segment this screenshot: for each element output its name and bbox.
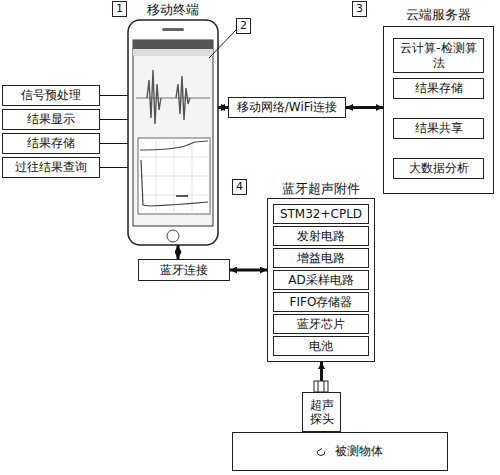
waveform-baseline [136,98,210,99]
callout-number: 1 [112,1,127,17]
connector-line [100,119,128,120]
process-box: 增益电路 [273,248,369,268]
probe-connector [324,381,325,392]
double-arrow [177,245,180,259]
double-arrow [320,362,323,392]
plot-curve [140,141,208,150]
connector-line [100,95,128,96]
box-label: 超声探头 [305,398,338,427]
box-label: FIFO存储器 [290,295,353,309]
process-box: 结果共享 [393,118,484,139]
box-label: 结果存储 [27,136,75,150]
box-label: 结果存储 [415,81,463,95]
process-box: 结果存储 [2,133,100,154]
process-box: 结果显示 [2,109,100,130]
box-label: 结果显示 [27,112,75,126]
double-arrow [346,106,383,109]
process-box: 蓝牙连接 [138,259,230,281]
box-label: 云计算-检测算法 [396,41,481,70]
double-arrow [230,269,267,272]
waveform-echo [147,70,161,124]
box-label: 大数据分析 [409,161,469,175]
heading-label: 云端服务器 [384,7,493,24]
leader-line [209,30,236,58]
device-frame: 移动终端 [128,20,218,245]
box-label: 蓝牙连接 [160,263,208,277]
process-box: 云计算-检测算法 [393,38,484,73]
waveform-echo [176,76,190,120]
box-label: STM32+CPLD [280,207,362,221]
box-label: 被测物体 [335,444,383,458]
app-bar [133,49,213,56]
process-box: 超声探头 [302,392,341,432]
probe-connector [318,381,319,392]
status-bar [133,40,213,49]
process-box: 信号预处理 [2,85,100,106]
plot-curve [141,160,208,206]
phone-screen [133,40,213,226]
callout-number: 3 [352,1,367,17]
process-box: 蓝牙芯片 [273,314,369,334]
box-label: AD采样电路 [288,273,353,287]
process-box: 结果存储 [393,78,484,99]
box-label: 电池 [309,339,333,353]
connector-line [100,167,128,168]
process-box: 发射电路 [273,226,369,246]
process-box: 大数据分析 [393,158,484,179]
box-label: 移动网络/WiFi连接 [237,100,337,114]
callout-number: 2 [236,18,251,34]
process-box: 被测物体 [232,432,448,471]
plot-frame [138,138,210,214]
process-box: 移动网络/WiFi连接 [228,97,346,118]
box-label: 增益电路 [297,251,345,265]
group-box: 蓝牙超声附件STM32+CPLD发射电路增益电路AD采样电路FIFO存储器蓝牙芯… [267,198,375,362]
process-box: 电池 [273,336,369,356]
process-box: STM32+CPLD [273,204,369,224]
process-box: 过往结果查询 [2,157,100,178]
phone-button [167,230,179,242]
phone-body [128,20,218,245]
callout-number: 4 [232,179,247,195]
connector-line [100,143,128,144]
box-label: 信号预处理 [21,88,81,102]
double-arrow [218,106,228,109]
heading-label: 蓝牙超声附件 [268,181,374,198]
group-box: 云端服务器云计算-检测算法结果存储结果共享大数据分析 [383,26,494,194]
heading-label: 移动终端 [128,2,218,19]
box-label: 结果共享 [415,121,463,135]
process-box: AD采样电路 [273,270,369,290]
box-label: 发射电路 [297,229,345,243]
box-label: 蓝牙芯片 [297,317,345,331]
plot-marker [176,195,188,197]
plot-grid [138,138,210,214]
process-box: FIFO存储器 [273,292,369,312]
box-label: 过往结果查询 [15,160,87,174]
phone-speaker [162,28,184,31]
